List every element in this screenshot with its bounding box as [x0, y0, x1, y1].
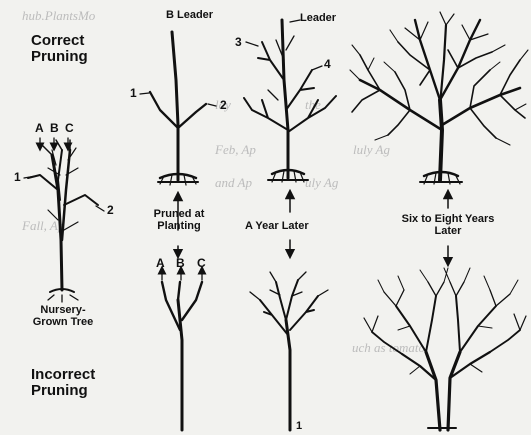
branch-label-a: A [35, 122, 44, 135]
incorrect-mature-tree-drawing [364, 268, 526, 430]
branch-label-1: 1 [14, 171, 21, 184]
heading-incorrect: Incorrect Pruning [31, 367, 131, 399]
pruned-tree-drawing [150, 32, 206, 185]
a-year-later-label: A Year Later [245, 221, 309, 233]
pruned-at-planting-label: Pruned at Planting [140, 209, 218, 232]
branch-label-2: 2 [220, 99, 227, 112]
leader-label: Leader [300, 13, 336, 25]
branch-label-3: 3 [235, 36, 242, 49]
branch-label-b: B [50, 122, 59, 135]
branch-label-c: C [197, 257, 206, 270]
branch-label-a: A [156, 257, 165, 270]
nursery-tree-label: Nursery-Grown Tree [28, 305, 98, 328]
branch-label-1: 1 [130, 87, 137, 100]
incorrect-pruned-tree-drawing [162, 282, 202, 430]
year-later-tree-drawing [244, 20, 336, 182]
branch-label-2: 2 [107, 204, 114, 217]
six-to-eight-years-label: Six to Eight Years Later [400, 214, 496, 237]
incorrect-year-later-tree-drawing [250, 272, 328, 430]
branch-label-c: C [65, 122, 74, 135]
b-leader-label: B Leader [166, 10, 213, 22]
branch-label-4: 4 [324, 58, 331, 71]
heading-correct: Correct Pruning [31, 33, 121, 65]
branch-label-b: B [176, 257, 185, 270]
branch-label-1: 1 [296, 421, 302, 433]
mature-tree-drawing [350, 12, 528, 184]
nursery-tree-drawing [28, 140, 98, 302]
